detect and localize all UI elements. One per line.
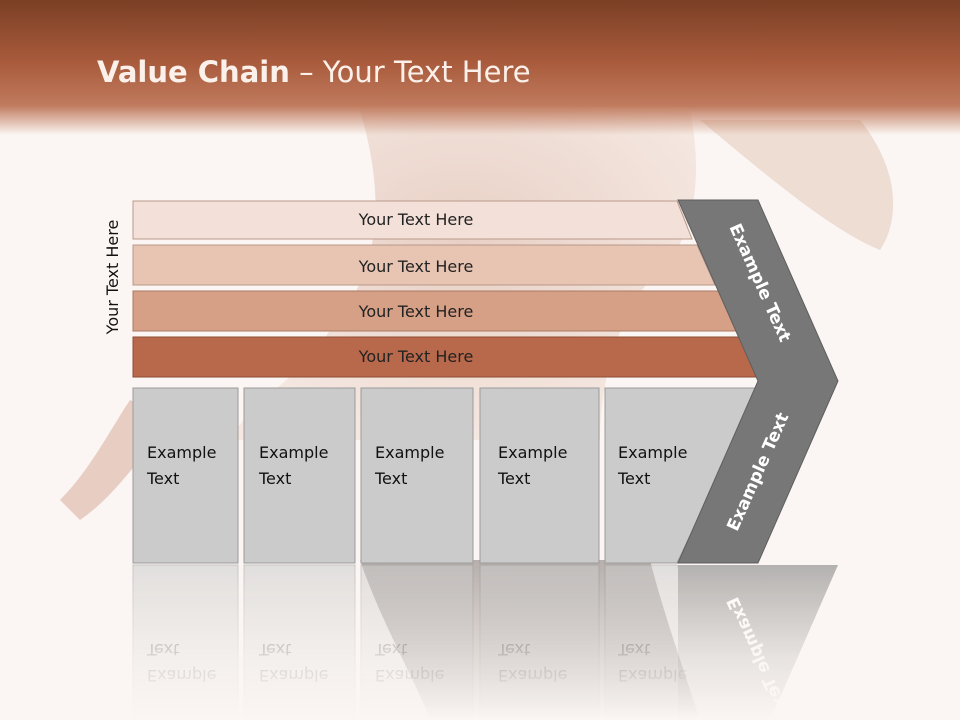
reflection-box: [479, 564, 600, 720]
primary-box: Example Text: [132, 387, 239, 564]
reflection-text: Example: [618, 666, 687, 685]
header-band: [0, 0, 960, 135]
primary-box-line2: Text: [497, 469, 530, 488]
reflection-text: Text: [497, 640, 530, 659]
margin-chevron: Example Text Example Text: [677, 199, 839, 564]
reflection-text: Example: [498, 666, 567, 685]
reflection-box: [243, 564, 356, 720]
support-bar-shape: [132, 244, 716, 286]
support-bar-label: Your Text Here: [358, 210, 474, 229]
title-rest: – Your Text Here: [289, 55, 531, 89]
primary-box: Example Text: [604, 387, 761, 564]
primary-box-shape: [479, 387, 600, 564]
support-bar: Your Text Here: [132, 200, 693, 240]
primary-box-shape: [243, 387, 356, 564]
support-bar: Your Text Here: [132, 336, 765, 378]
primary-box-line2: Text: [146, 469, 179, 488]
chevron-shape: [677, 199, 839, 564]
reflection-text: Text: [617, 640, 650, 659]
reflection-chevron: [678, 565, 838, 720]
primary-box: Example Text: [243, 387, 356, 564]
primary-box: Example Text: [360, 387, 474, 564]
primary-box-line1: Example: [498, 443, 567, 462]
support-bar-label: Your Text Here: [358, 347, 474, 366]
primary-box-shape: [604, 387, 761, 564]
reflection-box: [360, 564, 474, 720]
support-bar: Your Text Here: [132, 290, 740, 332]
support-bars: Your Text Here Your Text Here Your Text …: [132, 200, 765, 378]
reflection-text: Example: [375, 666, 444, 685]
reflection-text: Text: [258, 640, 291, 659]
reflection-box: [132, 564, 239, 720]
primary-box-line2: Text: [617, 469, 650, 488]
primary-box-line1: Example: [259, 443, 328, 462]
reflection-text: Example: [147, 666, 216, 685]
support-bar-shape: [132, 200, 693, 240]
primary-box-shape: [132, 387, 239, 564]
support-bar: Your Text Here: [132, 244, 716, 286]
reflection-text: Example: [259, 666, 328, 685]
title-bold: Value Chain: [97, 55, 290, 89]
primary-box-line1: Example: [375, 443, 444, 462]
primary-box: Example Text: [479, 387, 600, 564]
primary-box-shape: [360, 387, 474, 564]
primary-box-line2: Text: [258, 469, 291, 488]
primary-boxes: Example Text Example Text Example Text E…: [132, 387, 761, 564]
primary-box-line1: Example: [618, 443, 687, 462]
slide-title: Value Chain – Your Text Here: [97, 55, 531, 89]
diagram-reflection: Example Text Example Text Example Text E…: [132, 564, 838, 720]
primary-box-line2: Text: [374, 469, 407, 488]
support-bar-label: Your Text Here: [358, 257, 474, 276]
primary-box-line1: Example: [147, 443, 216, 462]
reflection-text: Text: [374, 640, 407, 659]
support-bar-label: Your Text Here: [358, 302, 474, 321]
reflection-text: Text: [146, 640, 179, 659]
